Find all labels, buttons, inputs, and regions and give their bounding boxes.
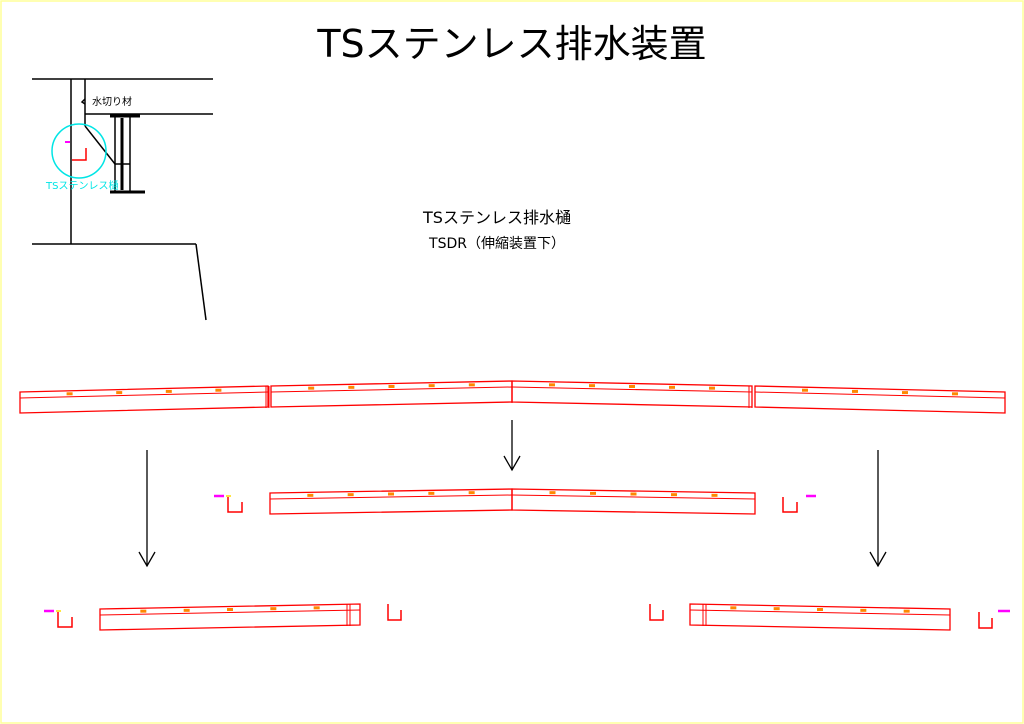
section-detail <box>32 78 213 321</box>
anchor-mark <box>165 389 172 393</box>
anchor-mark <box>215 388 222 392</box>
anchor-mark <box>629 385 635 388</box>
gutter-lip-line <box>99 609 361 616</box>
anchor-mark <box>227 608 233 611</box>
gutter-segment <box>689 603 951 631</box>
gutter-lip-line <box>269 494 513 500</box>
anchor-mark <box>140 609 147 613</box>
anchor-mark <box>307 493 314 497</box>
anchor-mark <box>730 606 737 610</box>
anchor-mark <box>773 607 780 611</box>
end-gutter-profile <box>649 604 664 621</box>
anchor-mark <box>468 383 475 387</box>
anchor-mark <box>902 391 908 395</box>
anchor-mark <box>590 491 596 495</box>
anchor-mark <box>428 491 435 495</box>
anchor-mark <box>671 493 677 497</box>
page-title: TSステンレス排水装置 <box>316 22 706 66</box>
label-gutter: TSステンレス樋 <box>45 179 118 192</box>
gutter-segment <box>754 385 1006 414</box>
anchor-mark <box>66 392 73 396</box>
anchor-mark <box>116 391 123 395</box>
anchor-mark <box>388 492 394 496</box>
arrow-head <box>503 455 521 472</box>
end-gutter-profile <box>227 497 243 513</box>
anchor-mark <box>860 608 867 612</box>
anchor-mark <box>347 493 354 497</box>
anchor-mark <box>817 608 823 611</box>
anchor-mark <box>183 608 190 612</box>
gutter-lip-line <box>754 391 1006 399</box>
gutter-profile <box>72 148 87 161</box>
arrow-head <box>869 551 887 568</box>
anchor-mark <box>549 383 555 387</box>
gutter-segment <box>99 603 361 631</box>
anchor-mark <box>313 606 320 610</box>
anchor-mark <box>802 388 808 392</box>
gutter-segment <box>19 385 269 414</box>
anchor-mark <box>428 384 435 388</box>
anchor-mark <box>711 493 718 497</box>
anchor-mark <box>270 607 277 611</box>
anchor-mark <box>348 385 355 389</box>
anchor-mark <box>308 386 315 390</box>
label-flashing: 水切り材 <box>92 95 132 108</box>
anchor-mark <box>589 384 595 388</box>
gutter-lip-line <box>270 386 513 393</box>
anchor-mark <box>549 491 556 495</box>
anchor-mark <box>468 491 475 495</box>
end-gutter-profile <box>57 612 73 628</box>
anchor-mark <box>852 389 858 393</box>
anchor-mark <box>903 609 910 613</box>
anchor-mark <box>669 385 675 389</box>
gutter-segment <box>511 380 753 408</box>
gutter-segment <box>270 380 513 408</box>
anchor-mark <box>952 392 958 396</box>
arrow-head <box>138 551 156 568</box>
end-gutter-profile <box>978 612 993 629</box>
gutter-lip-line <box>19 391 269 399</box>
callout-circle <box>51 123 107 179</box>
subtitle-line2: TSDR（伸縮装置下） <box>428 236 565 252</box>
end-gutter-profile <box>387 604 402 621</box>
anchor-mark <box>709 386 715 390</box>
subtitle-line1: TSステンレス排水樋 <box>422 208 571 227</box>
gutter-lip-line <box>511 494 756 500</box>
gutter-lip-line <box>689 609 951 616</box>
gutter-lip-line <box>511 386 753 393</box>
end-gutter-profile <box>782 497 798 513</box>
anchor-mark <box>388 385 395 388</box>
anchor-mark <box>630 492 637 496</box>
